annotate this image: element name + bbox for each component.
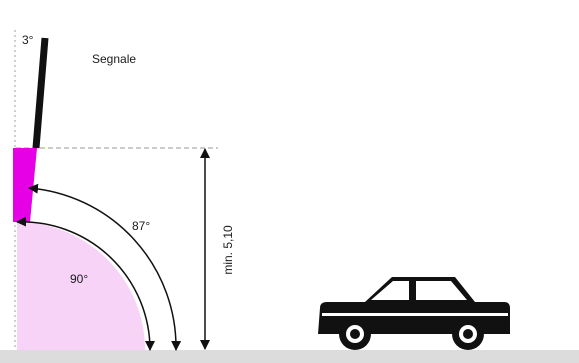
angle-90-label: 90° bbox=[70, 272, 88, 286]
angle-87-label: 87° bbox=[132, 219, 150, 233]
vertical-quarter-zone bbox=[17, 222, 145, 350]
car-icon bbox=[318, 277, 510, 350]
sign-tilt-label: 3° bbox=[22, 33, 34, 47]
sign-label: Segnale bbox=[92, 52, 136, 66]
sign-panel bbox=[13, 148, 37, 222]
angle-arc-87 bbox=[28, 183, 182, 351]
clearance-label: min. 5,10 bbox=[221, 225, 235, 275]
ground bbox=[0, 350, 579, 363]
sign-post bbox=[32, 37, 49, 149]
